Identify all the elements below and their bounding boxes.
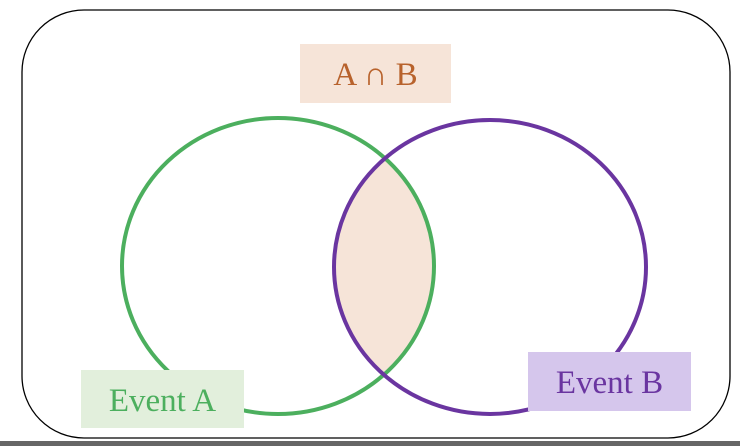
- event-b-label-box: [528, 352, 691, 411]
- event-a-circle: [120, 116, 436, 416]
- intersection-label: A ∩ B: [333, 57, 417, 93]
- event-b-circle: [332, 118, 648, 416]
- event-b-label: Event B: [556, 365, 663, 401]
- intersection-label-box: [300, 44, 451, 103]
- event-a-label: Event A: [109, 383, 216, 419]
- event-a-label-box: [81, 370, 244, 428]
- bottom-bar: [0, 441, 740, 446]
